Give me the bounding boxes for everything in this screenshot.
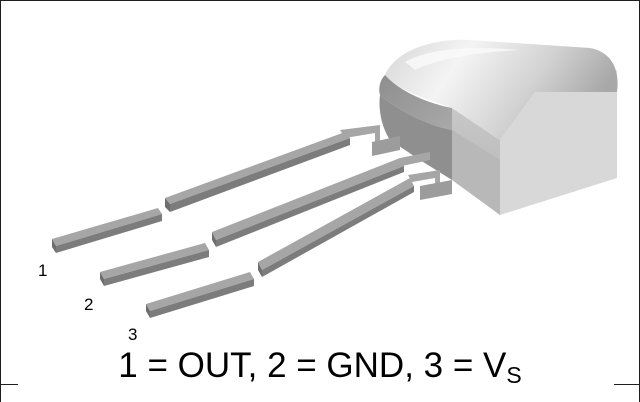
frame-bottom-edge-right [614, 384, 640, 385]
lead-3-bend [408, 170, 440, 190]
lens-front-face-lower [379, 95, 452, 180]
lead-1-rear-side [165, 198, 170, 212]
pin-label-3: 3 [128, 325, 138, 344]
lead-3-rear [258, 178, 414, 270]
lead-3 [146, 170, 452, 318]
lead-3-tab [420, 180, 452, 200]
lens-highlight [405, 48, 520, 70]
body-front-lower [452, 130, 500, 215]
lead-2-rear-bottom [216, 166, 404, 247]
body-side-face [500, 92, 617, 215]
lead-2-rear [212, 158, 404, 240]
lens-dome [385, 39, 618, 140]
lead-1-rear [165, 132, 350, 204]
lead-2-front-side [100, 272, 104, 286]
lead-2-rear-side [212, 232, 216, 247]
lead-1-front-bottom [56, 214, 162, 253]
pinout-caption-text: 1 = OUT, 2 = GND, 3 = V [118, 346, 507, 385]
pinout-caption-subscript: S [506, 362, 522, 388]
lead-1-front-side [52, 239, 56, 253]
pinout-caption: 1 = OUT, 2 = GND, 3 = VS [0, 346, 640, 395]
lead-1 [52, 125, 400, 253]
lead-3-front [146, 272, 254, 311]
frame-bottom-edge-left [0, 384, 18, 385]
lead-1-bend [340, 125, 380, 150]
lead-1-rear-bottom [170, 138, 350, 212]
lead-2-front [100, 243, 209, 279]
lead-3-front-side [146, 304, 150, 318]
frame-open-bottom [1, 385, 639, 402]
receiver-body [379, 39, 618, 215]
pin-label-1: 1 [38, 261, 48, 280]
lead-2-bend [400, 152, 430, 166]
lead-2 [100, 152, 430, 286]
lead-3-rear-side [258, 262, 262, 277]
lead-3-rear-bottom [262, 186, 414, 277]
lead-1-tab [372, 136, 400, 156]
pin-label-2: 2 [84, 295, 94, 314]
lens-front-face [379, 75, 452, 130]
lead-1-front [52, 208, 162, 246]
lead-3-front-bottom [150, 279, 254, 318]
lead-2-front-bottom [104, 250, 209, 286]
